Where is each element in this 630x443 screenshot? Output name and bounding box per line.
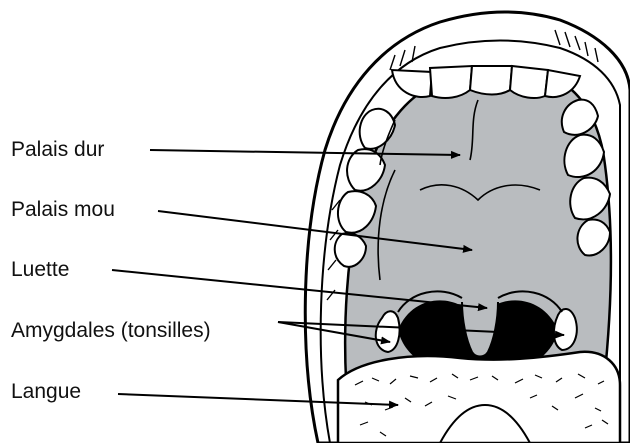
tongue-label: Langue [11,381,81,402]
soft-palate-label: Palais mou [11,199,115,220]
upper-teeth [392,66,580,98]
tonsils-label: Amygdales (tonsilles) [11,320,211,341]
uvula-label: Luette [11,259,69,280]
tongue-shape [338,352,620,443]
hard-palate-label: Palais dur [11,139,104,160]
